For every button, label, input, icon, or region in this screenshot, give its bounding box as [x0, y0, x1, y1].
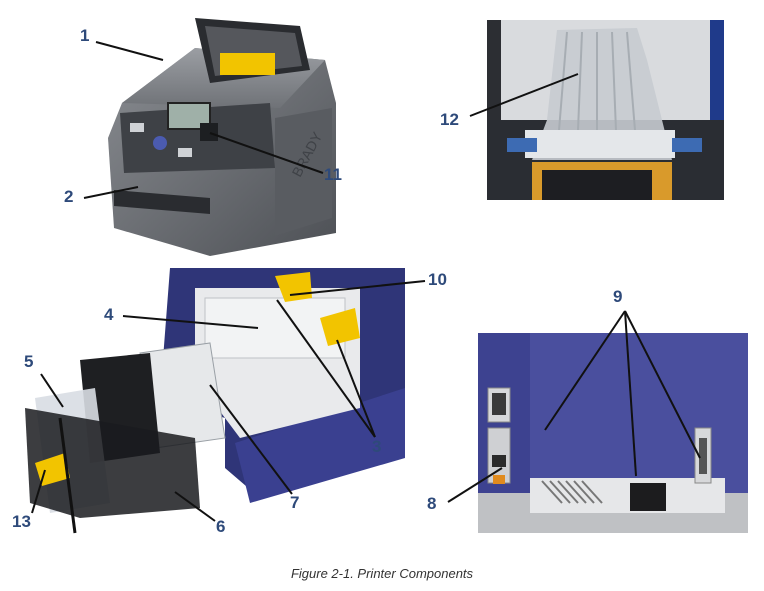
- callout-10: 10: [428, 270, 447, 289]
- printer-rear-photo: [470, 333, 754, 533]
- callout-3: 3: [372, 437, 382, 456]
- callout-9: 9: [613, 287, 623, 306]
- callout-1: 1: [80, 26, 90, 45]
- callout-13: 13: [12, 512, 31, 531]
- printer-front-photo: BRADY: [100, 8, 345, 260]
- open-printer-photo: [20, 268, 405, 538]
- callout-2: 2: [64, 187, 74, 206]
- callout-8: 8: [427, 494, 437, 513]
- callout-6: 6: [216, 517, 226, 536]
- callout-12: 12: [440, 110, 459, 129]
- callout-4: 4: [104, 305, 114, 324]
- ribbon-guide-photo: [487, 20, 724, 200]
- callout-5: 5: [24, 352, 34, 371]
- callout-7: 7: [290, 493, 300, 512]
- callout-11: 11: [324, 165, 342, 184]
- figure-caption: Figure 2-1. Printer Components: [290, 566, 474, 581]
